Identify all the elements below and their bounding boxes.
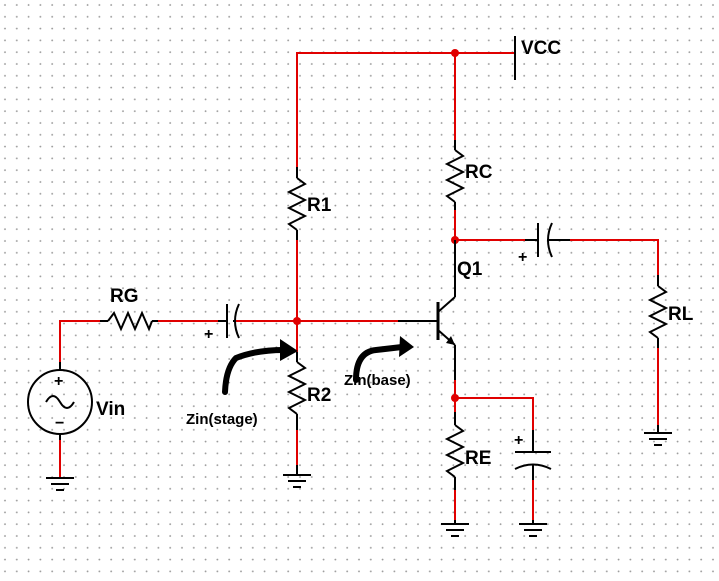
arrow-zin-base-icon [353, 344, 405, 383]
resistor-rc [444, 140, 466, 210]
annotation-arrows [222, 344, 405, 395]
label-q1: Q1 [457, 259, 483, 280]
wire-top-rail [296, 52, 515, 167]
label-r2: R2 [307, 385, 331, 406]
arrow-zin-stage-icon [222, 347, 287, 395]
transistor-emitter-arrow [446, 336, 455, 345]
ground-ce-icon [519, 520, 547, 537]
voltage-source-vin [27, 362, 93, 440]
resistor-rl [647, 275, 669, 348]
ground-vin-icon [46, 477, 74, 491]
resistor-rg [100, 310, 158, 332]
junction-vcc [451, 49, 459, 57]
label-rg: RG [110, 286, 139, 307]
ground-r2-icon [283, 465, 311, 488]
wire-vin-to-rg [59, 320, 100, 362]
label-r1: R1 [307, 195, 332, 216]
ground-re-icon [441, 520, 469, 537]
grounds [46, 425, 672, 537]
arrowhead-zin-stage-icon [280, 339, 298, 361]
capacitor-output [525, 222, 570, 258]
resistor-r2 [286, 352, 308, 430]
annotation-zin-base: Zin(base) [344, 372, 411, 389]
capacitor-bypass [514, 430, 552, 480]
vin-minus-sign: − [55, 415, 64, 432]
label-re: RE [465, 448, 491, 469]
junctions [293, 49, 459, 402]
junction-base-bias [293, 317, 301, 325]
ce-plus-sign: + [514, 432, 523, 449]
resistor-r1 [286, 167, 308, 240]
label-rl: RL [668, 304, 694, 325]
capacitor-input [218, 303, 240, 339]
component-symbols [27, 36, 669, 490]
junction-emitter [451, 394, 459, 402]
transistor-q1 [398, 240, 456, 380]
vin-plus-sign: + [54, 373, 63, 390]
wire-emitter-to-ce [455, 397, 534, 430]
label-rc: RC [465, 162, 493, 183]
cout-plus-sign: + [518, 249, 527, 266]
label-vcc: VCC [521, 38, 561, 59]
ground-rl-icon [644, 425, 672, 446]
cin-plus-sign: + [204, 326, 213, 343]
label-vin: Vin [96, 399, 125, 420]
resistor-re [444, 412, 466, 490]
annotation-arrowheads [280, 336, 414, 361]
annotation-zin-stage: Zin(stage) [186, 411, 258, 428]
wire-cout-to-rl [570, 239, 659, 275]
arrowhead-zin-base-icon [399, 336, 414, 357]
